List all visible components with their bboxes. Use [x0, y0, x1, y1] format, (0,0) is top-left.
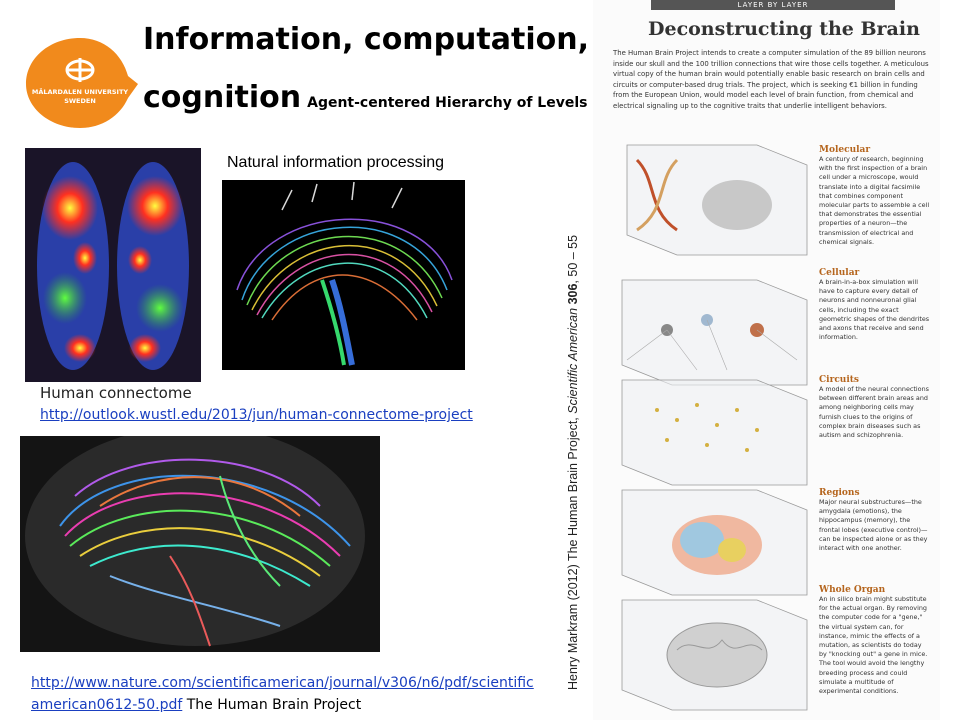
- fiber-tract-image: [222, 180, 465, 370]
- level-body: Major neural substructures—the amygdala …: [819, 498, 928, 553]
- logo-text-line2: SWEDEN: [64, 97, 96, 105]
- level-title: Circuits: [819, 375, 859, 385]
- citation-author: Henry Markram (2012) The Human Brain Pro…: [566, 413, 580, 690]
- level-title: Molecular: [819, 145, 871, 155]
- nature-link-line1[interactable]: http://www.nature.com/scientificamerican…: [31, 675, 534, 691]
- university-logo: MÄLARDALEN UNIVERSITY SWEDEN: [20, 32, 140, 132]
- connectome-link[interactable]: http://outlook.wustl.edu/2013/jun/human-…: [40, 407, 473, 423]
- deconstructing-brain-poster: LAYER BY LAYER Deconstructing the Brain …: [593, 0, 940, 720]
- nature-link-line2[interactable]: american0612-50.pdf: [31, 697, 183, 713]
- level-body: An in silico brain might substitute for …: [819, 595, 928, 696]
- slide-title-line2: cognition Agent-centered Hierarchy of Lev…: [143, 80, 587, 115]
- citation-pages: , 50 – 55: [566, 234, 580, 284]
- nature-reference-suffix: The Human Brain Project: [182, 697, 362, 713]
- poster-header: LAYER BY LAYER: [651, 0, 895, 10]
- slide-title-line1: Information, computation,: [143, 22, 589, 57]
- poster-level-molecular: Molecular A century of research, beginni…: [819, 145, 931, 247]
- level-title: Whole Organ: [819, 585, 886, 595]
- nature-reference: http://www.nature.com/scientificamerican…: [31, 672, 534, 716]
- slide-subtitle: Agent-centered Hierarchy of Levels: [307, 95, 588, 111]
- poster-layer-illustration: [621, 144, 808, 711]
- poster-level-whole-organ: Whole Organ An in silico brain might sub…: [819, 585, 931, 696]
- human-connectome-caption: Human connectome: [40, 384, 192, 402]
- slide-title-cognition: cognition: [143, 80, 302, 115]
- citation-journal: Scientific American: [566, 307, 580, 414]
- poster-title: Deconstructing the Brain: [648, 18, 920, 40]
- natural-processing-caption: Natural information processing: [227, 154, 444, 171]
- poster-level-regions: Regions Major neural substructures—the a…: [819, 488, 931, 553]
- poster-level-circuits: Circuits A model of the neural connectio…: [819, 375, 931, 440]
- brain-connectome-image: [20, 436, 380, 652]
- level-title: Regions: [819, 488, 860, 498]
- citation-volume: 306: [566, 283, 580, 305]
- university-emblem-icon: [65, 58, 95, 82]
- level-body: A century of research, beginning with th…: [819, 155, 930, 246]
- brain-activity-heatmap-image: [25, 148, 201, 382]
- poster-intro: The Human Brain Project intends to creat…: [613, 49, 929, 110]
- level-body: A brain-in-a-box simulation will have to…: [819, 278, 930, 342]
- poster-level-cellular: Cellular A brain-in-a-box simulation wil…: [819, 268, 931, 342]
- level-body: A model of the neural connections betwee…: [819, 385, 929, 440]
- level-title: Cellular: [819, 268, 860, 278]
- logo-text-line1: MÄLARDALEN UNIVERSITY: [32, 87, 129, 96]
- vertical-citation: Henry Markram (2012) The Human Brain Pro…: [566, 130, 580, 690]
